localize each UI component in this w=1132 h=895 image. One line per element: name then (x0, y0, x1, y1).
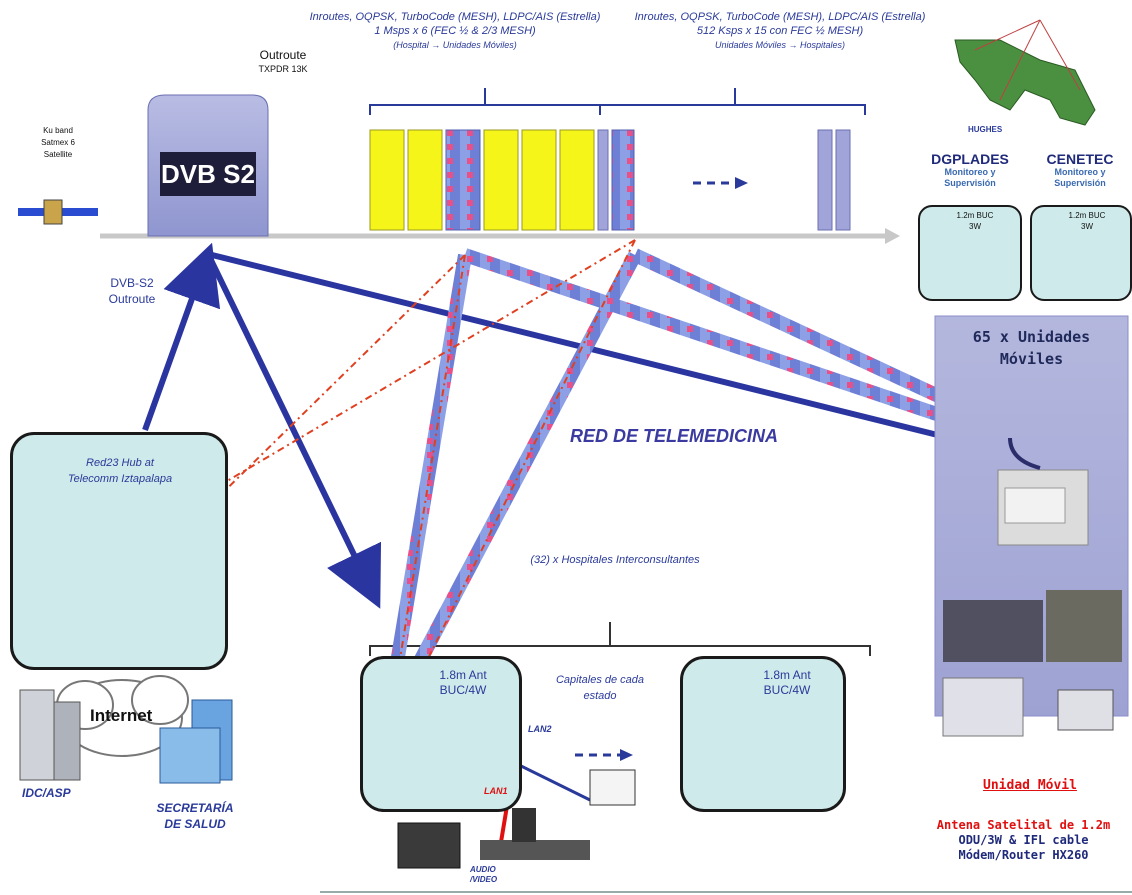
inroutes-left-line2: 1 Msps x 6 (FEC ½ & 2/3 MESH) (374, 25, 536, 37)
dvb-label-line2: Outroute (108, 292, 156, 306)
outroute-arrows (142, 242, 1002, 609)
cenetec-box (1030, 205, 1132, 301)
secretaria-building-icon (159, 699, 233, 784)
hub-line2: Telecomm Iztapalapa (67, 473, 173, 485)
cenetec-label: CENETEC Monitoreo y Supervisión (1028, 152, 1132, 189)
audio-line2: /VIDEO (470, 875, 498, 884)
equipment-photo (1046, 590, 1122, 662)
inroutes-left-label: Inroutes, OQPSK, TurboCode (MESH), LDPC/… (290, 10, 620, 52)
antena-line3: Módem/Router HX260 (958, 848, 1089, 862)
cenetec-sub2: Supervisión (1054, 178, 1106, 188)
mobile-title1: 65 x Unidades (972, 328, 1091, 346)
internet-cloud-icon (56, 675, 189, 757)
inroutes-left-line3: (Hospital → Unidades Móviles) (393, 40, 517, 50)
hub-label: Red23 Hub at Telecomm Iztapalapa (30, 455, 210, 487)
audio-video-label: AUDIO /VIDEO (470, 865, 497, 885)
hospitals-label: (32) x Hospitales Interconsultantes (530, 554, 700, 566)
cenetec-title: CENETEC (1046, 151, 1114, 167)
cenetec-box-line2: 3W (1081, 222, 1093, 231)
antena-line1: Antena Satelital de 1.2m (936, 818, 1111, 832)
dgplades-box-label: 1.2m BUC 3W (940, 210, 1010, 232)
hub-box (10, 432, 228, 670)
joystick-photo (943, 600, 1043, 662)
hospital-box-right (680, 656, 846, 812)
inroutes-right-line2: 512 Ksps x 15 con FEC ½ MESH) (696, 25, 864, 37)
antena-label: Antena Satelital de 1.2m ODU/3W & IFL ca… (915, 818, 1132, 863)
bracket-left (369, 88, 601, 115)
dvb-s2-outroute-label: DVB-S2 Outroute (92, 275, 172, 307)
secretaria-label: SECRETARÍA DE SALUD (150, 800, 240, 832)
lan2-label: LAN2 (528, 724, 552, 734)
satellite-label-line1: Ku band (43, 126, 73, 135)
satellite-label-line3: Satellite (43, 150, 73, 159)
capitales-line1: Capitales de cada (555, 674, 645, 686)
audio-line1: AUDIO (470, 865, 496, 874)
satellite-label-line2: Satmex 6 (41, 138, 75, 147)
mobile-panel-title: 65 x Unidades Móviles (935, 326, 1128, 370)
hospital-box-left (360, 656, 522, 812)
inroutes-right-line3: Unidades Móviles → Hospitales) (714, 40, 846, 50)
outroute-title: Outroute (259, 48, 307, 62)
laptop-icon-hospital (589, 769, 636, 806)
inroutes-right-line1: Inroutes, OQPSK, TurboCode (MESH), LDPC/… (634, 11, 926, 23)
inroute-links (388, 248, 993, 684)
yellow-bars (369, 129, 851, 231)
idc-label: IDC/ASP (22, 786, 71, 800)
hospital-right-line1: 1.8m Ant (763, 668, 811, 682)
capitales-label: Capitales de cada estado (540, 672, 660, 704)
inroutes-right-label: Inroutes, OQPSK, TurboCode (MESH), LDPC/… (610, 10, 950, 52)
center-title: RED DE TELEMEDICINA (570, 426, 779, 446)
internet-label: Internet (90, 706, 153, 725)
hughes-label: HUGHES (968, 125, 1003, 134)
cenetec-sub1: Monitoreo y (1054, 167, 1106, 177)
hospital-left-label: 1.8m Ant BUC/4W (418, 668, 508, 698)
cenetec-box-line1: 1.2m BUC (1068, 211, 1106, 220)
idc-building-icon (19, 689, 81, 781)
dgplades-label: DGPLADES Monitoreo y Supervisión (918, 152, 1022, 189)
hub-line1: Red23 Hub at (86, 457, 154, 469)
cenetec-box-label: 1.2m BUC 3W (1052, 210, 1122, 232)
xray-screen (942, 677, 1024, 737)
joystick-device-icon (480, 840, 590, 860)
outroute-sub: TXPDR 13K (258, 64, 308, 74)
inroutes-left-line1: Inroutes, OQPSK, TurboCode (MESH), LDPC/… (309, 11, 601, 23)
dgplades-box-line2: 3W (969, 222, 981, 231)
mobile-title2: Móviles (999, 350, 1064, 368)
laptop-icon (1057, 689, 1114, 731)
outroute-label: Outroute TXPDR 13K (238, 48, 328, 76)
mexico-map (954, 19, 1096, 126)
dgplades-box-line1: 1.2m BUC (956, 211, 994, 220)
red-dashed-arrows (191, 239, 636, 699)
hospital-left-line1: 1.8m Ant (439, 668, 487, 682)
lan1-label: LAN1 (484, 786, 508, 796)
dvb-label-line1: DVB-S2 (110, 276, 154, 290)
dgplades-sub1: Monitoreo y (944, 167, 996, 177)
unidad-movil-label: Unidad Móvil (983, 778, 1077, 793)
hospital-left-line2: BUC/4W (439, 683, 487, 697)
capitales-line2: estado (583, 690, 617, 702)
satellite-label: Ku band Satmex 6 Satellite (28, 125, 88, 161)
antena-line2: ODU/3W & IFL cable (958, 833, 1089, 847)
hospital-right-line2: BUC/4W (763, 683, 811, 697)
dgplades-title: DGPLADES (931, 151, 1009, 167)
secretaria-line2: DE SALUD (164, 817, 226, 831)
dgplades-sub2: Supervisión (944, 178, 996, 188)
hospital-right-label: 1.8m Ant BUC/4W (742, 668, 832, 698)
monitor-icon (397, 822, 461, 869)
bracket-right (599, 88, 866, 115)
satellite-icon (18, 199, 98, 225)
bracket-hospitals (369, 622, 871, 656)
secretaria-line1: SECRETARÍA (156, 801, 234, 815)
dvb-s2-logo: DVB S2 (160, 152, 256, 196)
dgplades-box (918, 205, 1022, 301)
